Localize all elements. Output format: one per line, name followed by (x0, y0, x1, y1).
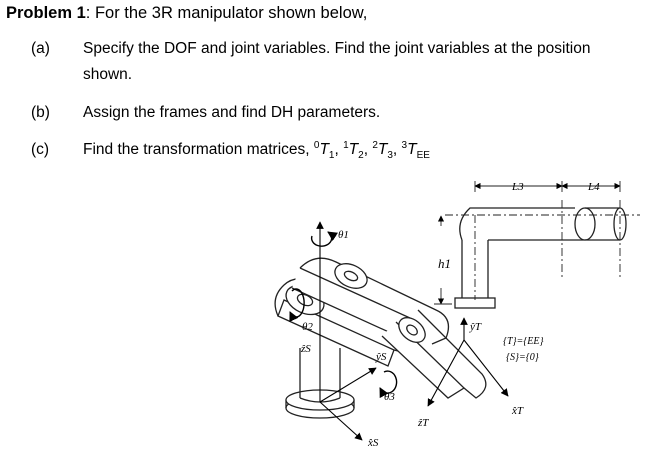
question-a-label: (a) (31, 40, 50, 57)
question-c-text: Find the transformation matrices, 0T1, 1… (83, 139, 430, 162)
question-b-text: Assign the frames and find DH parameters… (83, 104, 381, 121)
question-a-line1: Specify the DOF and joint variables. Fin… (83, 40, 591, 57)
xt-label: x̂T (511, 405, 524, 417)
problem-intro: : For the 3R manipulator shown below, (85, 4, 368, 22)
matrix-3-sup: 2 (372, 139, 378, 151)
xt-axis (463, 339, 509, 397)
center-lines (445, 200, 640, 300)
matrix-2-sup: 1 (343, 139, 349, 151)
problem-label: Problem 1 (6, 4, 86, 22)
ys-axis (319, 367, 377, 403)
matrix-1-sup: 0 (313, 139, 320, 151)
matrix-4-base: T (407, 141, 417, 158)
xs-axis (319, 401, 363, 441)
matrix-1-sub: 1 (328, 150, 335, 162)
ys-label: ŷS (375, 351, 387, 363)
zt-label: ẑT (417, 417, 429, 429)
theta1-arc (310, 231, 339, 247)
zt-axis (427, 339, 465, 407)
question-c-label: (c) (31, 141, 50, 158)
matrix-2-base: T (348, 141, 359, 158)
question-b-label: (b) (31, 104, 50, 121)
xs-label: x̂S (367, 437, 379, 449)
frame-t-label: {T}={EE} (503, 336, 544, 347)
matrix-1-base: T (319, 141, 329, 158)
matrix-3-base: T (377, 141, 388, 158)
matrix-4-sup: 3 (401, 139, 408, 151)
link-3 (381, 309, 487, 399)
zs-label: ẑS (300, 343, 311, 355)
question-a-text: Specify the DOF and joint variables. Fin… (83, 36, 628, 88)
theta3-arc (379, 370, 398, 399)
matrix-2-sub: 2 (358, 150, 364, 162)
question-a-line2: shown. (83, 66, 133, 83)
yt-label: ŷT (469, 321, 482, 333)
theta2-label: θ2 (302, 321, 313, 333)
theta1-label: θ1 (338, 229, 349, 241)
l4-label: L4 (587, 181, 600, 193)
theta3-label: θ3 (384, 391, 395, 403)
matrix-4-sub: EE (416, 150, 430, 162)
frame-s-label: {S}={0} (506, 352, 539, 363)
l3-label: L3 (511, 181, 524, 193)
problem-heading: Problem 1: For the 3R manipulator shown … (6, 4, 367, 23)
matrix-3-sub: 3 (387, 150, 393, 162)
question-c-prefix: Find the transformation matrices, (83, 141, 314, 158)
theta2-arc (289, 288, 305, 323)
column-and-top-arm (454, 207, 627, 309)
h1-label: h1 (438, 256, 451, 271)
